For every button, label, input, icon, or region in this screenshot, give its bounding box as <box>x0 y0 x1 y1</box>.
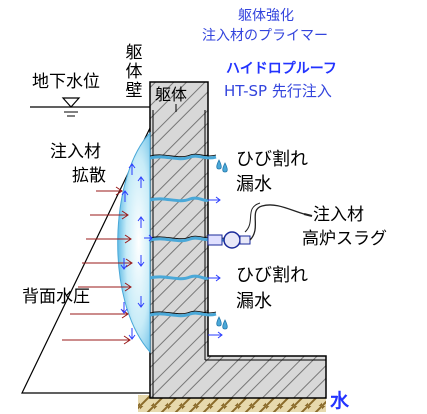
injection-spread-zone <box>117 131 151 354</box>
crack-1 <box>149 154 217 161</box>
crack-leak-lower-label-line2: 漏水 <box>236 291 272 312</box>
hydroproof-label-line2: HT-SP 先行注入 <box>224 82 332 100</box>
crack-outline-5 <box>149 310 217 315</box>
hydroproof-label-line1: ハイドロプルーフ <box>226 61 337 77</box>
crack-outline-1 <box>149 153 217 158</box>
injection-spread-label-line1: 注入材 <box>50 142 101 162</box>
injection-material-label-line2: 高炉スラグ <box>302 229 387 249</box>
injection-material-label-line1: 注入材 <box>313 205 364 225</box>
top-label-line1: 躯体強化 <box>238 8 294 24</box>
top-label-line2: 注入材のプライマー <box>202 28 328 44</box>
back-pressure-arrows <box>62 186 133 345</box>
crack-5 <box>149 311 217 318</box>
crack-4 <box>149 274 209 281</box>
crack-leak-upper-label-line1: ひび割れ <box>236 149 308 170</box>
leak-drip-upper-icon <box>216 159 228 173</box>
crack-leak-lower-label-line1: ひび割れ <box>236 265 308 286</box>
injection-nozzle-icon <box>207 202 313 249</box>
body-label: 躯体 <box>155 85 188 104</box>
concrete-wall <box>149 81 327 399</box>
leak-drip-lower-icon <box>216 316 228 330</box>
crack-2 <box>149 196 209 203</box>
back-water-pressure-label: 背面水圧 <box>22 287 90 307</box>
backfill-outline <box>21 127 151 394</box>
flow-arrows <box>120 163 223 340</box>
injection-spread-label-line2: 拡散 <box>72 166 106 186</box>
water-label: 水 <box>330 390 350 412</box>
crack-leak-upper-label-line2: 漏水 <box>236 174 272 195</box>
water-level-marker <box>61 97 81 108</box>
groundwater-level-label: 地下水位 <box>32 72 100 92</box>
ground-strip <box>138 395 326 412</box>
body-wall-label: 躯体壁 <box>125 43 143 101</box>
